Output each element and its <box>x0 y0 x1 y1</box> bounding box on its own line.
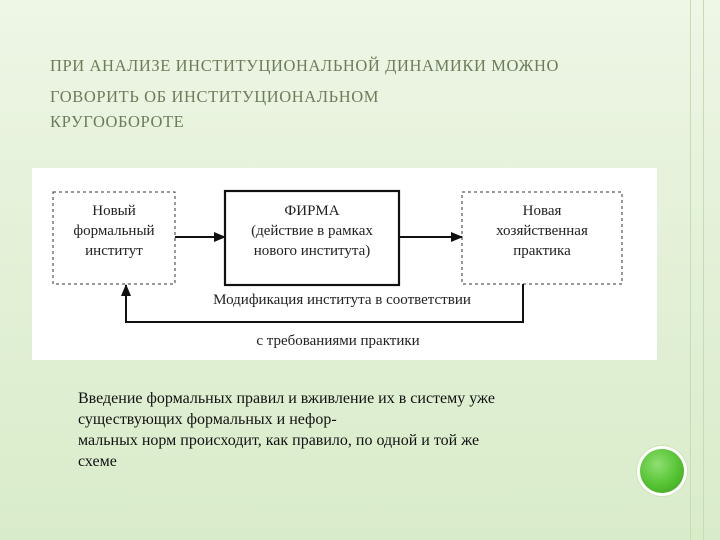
body-line-1: Введение формальных правил и вживление и… <box>78 390 495 407</box>
diagram-svg: Новый формальный институт ФИРМА (действи… <box>52 189 623 349</box>
title-line-3: КРУГООБОРОТЕ <box>50 112 185 131</box>
body-paragraph: Введение формальных правил и вживление и… <box>78 388 638 472</box>
title-line-2: ГОВОРИТЬ ОБ ИНСТИТУЦИОНАЛЬНОМ <box>50 87 379 106</box>
left-box-line-2: формальный <box>73 223 154 239</box>
feedback-label-bottom: с требованиями практики <box>256 333 419 349</box>
body-line-3: мальных норм происходит, как правило, по… <box>78 432 480 449</box>
left-box-line-3: институт <box>85 243 143 259</box>
body-line-2: существующих формальных и нефор- <box>78 411 337 428</box>
feedback-label-top: Модификация института в соответствии <box>213 292 471 308</box>
right-box-line-1: Новая <box>523 203 562 219</box>
feedback-loop-arrow <box>121 284 524 323</box>
left-box-line-1: Новый <box>92 203 136 219</box>
title-line-1: ПРИ АНАЛИЗЕ ИНСТИТУЦИОНАЛЬНОЙ ДИНАМИКИ М… <box>50 56 559 75</box>
right-box-line-2: хозяйственная <box>496 223 588 239</box>
slide-title: ПРИ АНАЛИЗЕ ИНСТИТУЦИОНАЛЬНОЙ ДИНАМИКИ М… <box>50 50 650 137</box>
green-circle-decoration <box>640 449 684 493</box>
right-box-line-3: практика <box>513 243 571 259</box>
new-economic-practice-box <box>461 191 623 285</box>
cycle-diagram: Новый формальный институт ФИРМА (действи… <box>32 168 657 360</box>
center-box-line-1: ФИРМА <box>284 203 339 219</box>
body-line-4: схеме <box>78 453 117 470</box>
center-box-line-3: нового института) <box>254 243 371 259</box>
frame-line-2 <box>703 0 704 540</box>
frame-line-1 <box>690 0 691 540</box>
new-formal-institution-box <box>52 191 176 285</box>
center-box-line-2: (действие в рамках <box>251 223 373 239</box>
